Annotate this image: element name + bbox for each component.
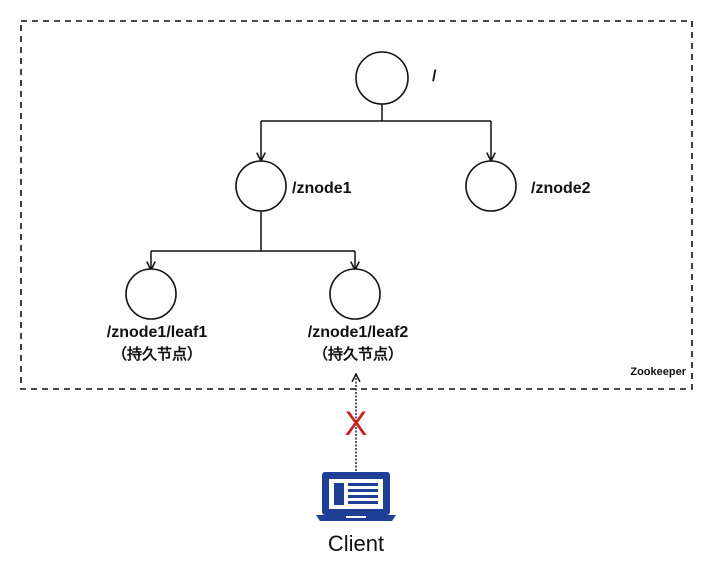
znode1-label: /znode1 xyxy=(292,180,352,197)
root-node xyxy=(355,51,409,105)
laptop-icon xyxy=(316,472,396,521)
leaf1-note: （持久节点） xyxy=(112,345,202,363)
leaf2-node xyxy=(329,268,381,320)
znode2-node xyxy=(465,160,517,212)
client-label: Client xyxy=(328,531,384,556)
leaf1-label: /znode1/leaf1 xyxy=(107,324,208,341)
zookeeper-label: Zookeeper xyxy=(630,366,686,378)
blocked-marker: X xyxy=(345,405,368,443)
zookeeper-container xyxy=(20,20,693,390)
edge-znode1-to-leaves xyxy=(151,211,355,252)
znode2-label: /znode2 xyxy=(531,180,591,197)
edge-root-to-children xyxy=(261,104,491,122)
leaf1-node xyxy=(125,268,177,320)
leaf2-note: （持久节点） xyxy=(313,345,403,363)
root-node-label: / xyxy=(432,68,437,85)
znode1-node xyxy=(235,160,287,212)
leaf2-label: /znode1/leaf2 xyxy=(308,324,409,341)
